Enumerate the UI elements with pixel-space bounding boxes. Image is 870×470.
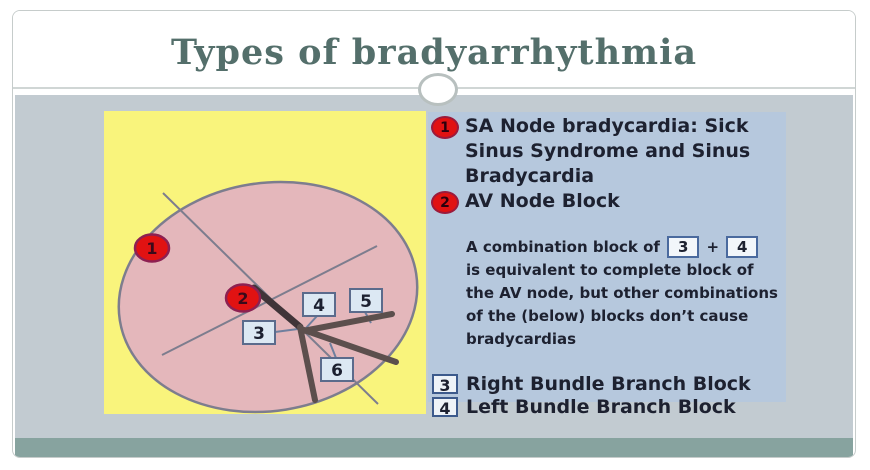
list-item-sa-node: 1 SA Node bradycardia: Sick Sinus Syndro…: [430, 114, 784, 189]
note-plus: +: [706, 238, 720, 256]
leader-line-4: [305, 315, 318, 329]
legend-box-3: 3: [432, 373, 458, 395]
label-box-3: 3: [242, 320, 276, 345]
leader-line-3: [274, 328, 299, 333]
leader-line-6: [329, 342, 337, 359]
label-box-4: 4: [302, 292, 336, 317]
svg-text:3: 3: [253, 324, 265, 344]
list-item-text: AV Node Block: [465, 190, 620, 212]
bundle-branch-down: [297, 324, 318, 403]
svg-text:4: 4: [313, 296, 325, 316]
bundle-branch-lower-right: [298, 326, 399, 365]
label-box-5: 5: [349, 288, 383, 313]
legend-label: Right Bundle Branch Block: [466, 372, 751, 395]
heart-diagram: 1 2 3 4 5: [104, 111, 426, 414]
heart-diagram-svg: 1 2 3 4 5: [104, 111, 426, 414]
note-box-4: 4: [726, 236, 759, 258]
svg-text:2: 2: [237, 289, 248, 308]
slide-body: 1 2 3 4 5: [15, 95, 853, 438]
slide-title: Types of bradyarrhythmia: [170, 31, 698, 73]
legend-label: Left Bundle Branch Block: [466, 395, 736, 418]
list-item-text: SA Node bradycardia: Sick Sinus Syndrome…: [465, 115, 751, 187]
note-prefix: A combination block of: [466, 238, 660, 256]
legend-row-lbbb: 4 Left Bundle Branch Block: [430, 395, 784, 418]
list-item-av-node: 2 AV Node Block: [430, 189, 784, 214]
legend-row-rbbb: 3 Right Bundle Branch Block: [430, 372, 784, 395]
combination-note: A combination block of 3 + 4 is equivale…: [466, 236, 780, 351]
note-suffix: is equivalent to complete block of the A…: [466, 261, 778, 348]
legend: 3 Right Bundle Branch Block 4 Left Bundl…: [430, 372, 784, 418]
svg-text:1: 1: [146, 239, 157, 258]
legend-box-4: 4: [432, 396, 458, 418]
his-bundle-trunk: [250, 284, 304, 331]
footer-accent-bar: [15, 438, 853, 457]
bundle-branch-upper-right: [300, 311, 395, 334]
av-node-marker: 2: [224, 283, 262, 313]
red-badge-1: 1: [431, 116, 459, 139]
svg-text:6: 6: [331, 361, 343, 381]
note-box-3: 3: [667, 236, 700, 258]
info-panel: 1 SA Node bradycardia: Sick Sinus Syndro…: [428, 112, 786, 418]
red-badge-2: 2: [431, 191, 459, 214]
sa-node-marker: 1: [133, 233, 171, 263]
svg-text:5: 5: [360, 292, 372, 312]
slide: Types of bradyarrhythmia 1: [12, 10, 856, 458]
label-box-6: 6: [320, 357, 354, 382]
theme-circle-ornament: [418, 73, 458, 106]
